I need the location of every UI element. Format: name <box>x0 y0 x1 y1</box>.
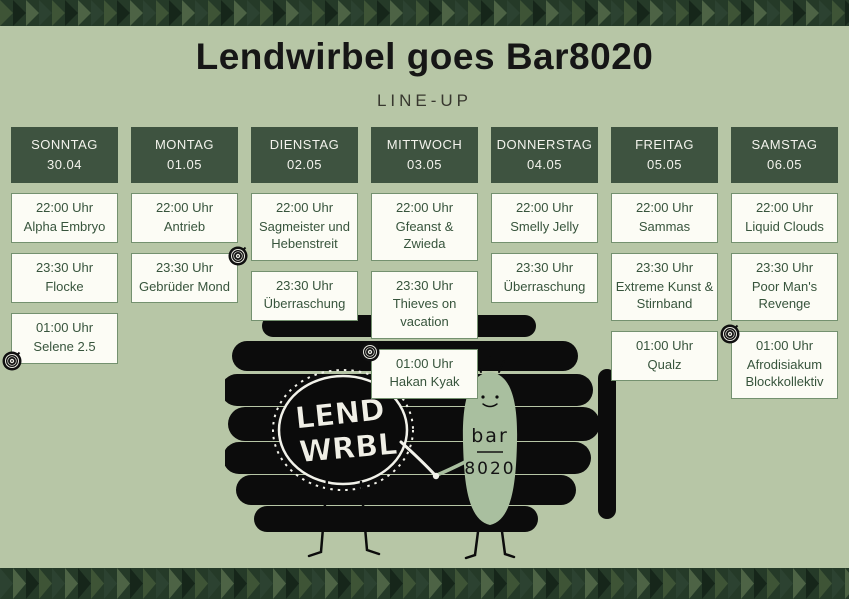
event-act: Thieves on vacation <box>392 296 457 330</box>
bar8020-text-line1: bar <box>471 425 509 447</box>
day-name: DIENSTAG <box>269 137 340 152</box>
event-card: 22:00 Uhr Liquid Clouds <box>731 193 838 244</box>
event-card: 23:30 Uhr Poor Man's Revenge <box>731 253 838 322</box>
vinyl-record-icon <box>227 245 249 267</box>
event-time: 01:00 Uhr <box>35 320 94 336</box>
decorative-border-bottom-pattern <box>0 568 849 599</box>
event-card: 22:00 Uhr Sagmeister und Hebenstreit <box>251 193 358 261</box>
event-card: 01:00 Uhr Afrodisiakum Blockkollektiv <box>720 324 838 399</box>
event-time: 23:30 Uhr <box>275 277 334 293</box>
day-header: MONTAG 01.05 <box>131 127 238 184</box>
day-column-samstag: SAMSTAG 06.05 22:00 Uhr Liquid Clouds 23… <box>720 127 838 399</box>
event-time: 23:30 Uhr <box>35 260 94 276</box>
event-time: 22:00 Uhr <box>35 200 94 216</box>
event-time: 22:00 Uhr <box>275 200 334 216</box>
day-header: DIENSTAG 02.05 <box>251 127 358 184</box>
event-act: Qualz <box>647 356 682 372</box>
holding-hands <box>432 472 440 480</box>
event-act: Poor Man's Revenge <box>751 278 818 312</box>
day-date: 04.05 <box>526 157 563 173</box>
event-act: Alpha Embryo <box>23 218 106 234</box>
event-card: 01:00 Uhr Hakan Kyak <box>360 342 478 399</box>
event-card: 23:30 Uhr Überraschung <box>491 253 598 304</box>
event-time: 22:00 Uhr <box>755 200 814 216</box>
event-time: 22:00 Uhr <box>635 200 694 216</box>
event-time: 23:30 Uhr <box>635 260 694 276</box>
event-act: Liquid Clouds <box>745 218 824 234</box>
day-header: FREITAG 05.05 <box>611 127 718 184</box>
vinyl-record-icon <box>719 323 741 345</box>
event-card: 23:30 Uhr Flocke <box>11 253 118 304</box>
event-card: 22:00 Uhr Sammas <box>611 193 718 244</box>
event-act: Smelly Jelly <box>510 218 579 234</box>
day-name: MITTWOCH <box>386 137 463 152</box>
day-column-mittwoch: MITTWOCH 03.05 22:00 Uhr Gfeanst & Zwied… <box>360 127 478 399</box>
vinyl-record-icon <box>359 341 381 363</box>
day-column-montag: MONTAG 01.05 22:00 Uhr Antrieb <box>131 127 248 399</box>
day-name: FREITAG <box>635 137 694 152</box>
event-act: Flocke <box>45 278 84 294</box>
event-card: 22:00 Uhr Smelly Jelly <box>491 193 598 244</box>
event-card: 23:30 Uhr Extreme Kunst & Stirnband <box>611 253 718 322</box>
event-card: 23:30 Uhr Gebrüder Mond <box>131 246 248 304</box>
event-time: 01:00 Uhr <box>755 338 814 354</box>
event-act: Gebrüder Mond <box>138 278 231 294</box>
day-header: DONNERSTAG 04.05 <box>491 127 598 184</box>
day-header: SAMSTAG 06.05 <box>731 127 838 184</box>
event-act: Überraschung <box>503 278 586 294</box>
day-date: 01.05 <box>166 157 203 173</box>
event-act: Sagmeister und Hebenstreit <box>258 218 351 252</box>
day-name: SONNTAG <box>31 137 98 152</box>
event-card: 23:30 Uhr Thieves on vacation <box>371 270 478 339</box>
event-act: Gfeanst & Zwieda <box>395 218 454 252</box>
event-card: 23:30 Uhr Überraschung <box>251 270 358 322</box>
day-column-sonntag: SONNTAG 30.04 22:00 Uhr Alpha Embryo 23:… <box>2 127 118 399</box>
event-act: Sammas <box>638 218 691 234</box>
event-act: Überraschung <box>263 296 346 312</box>
lineup-grid: SONNTAG 30.04 22:00 Uhr Alpha Embryo 23:… <box>0 127 849 399</box>
event-time: 01:00 Uhr <box>395 355 454 371</box>
day-date: 02.05 <box>286 157 323 173</box>
event-act: Hakan Kyak <box>389 374 460 390</box>
decorative-border-top-pattern <box>0 0 849 26</box>
poster-title: Lendwirbel goes Bar8020 <box>195 36 654 77</box>
event-time: 23:30 Uhr <box>515 260 574 276</box>
event-card: 01:00 Uhr Qualz <box>611 331 718 382</box>
day-date: 03.05 <box>406 157 443 173</box>
day-date: 30.04 <box>46 157 83 173</box>
event-card: 22:00 Uhr Gfeanst & Zwieda <box>371 193 478 261</box>
day-column-freitag: FREITAG 05.05 22:00 Uhr Sammas 23:30 Uhr… <box>611 127 718 399</box>
event-time: 01:00 Uhr <box>635 338 694 354</box>
day-column-donnerstag: DONNERSTAG 04.05 22:00 Uhr Smelly Jelly … <box>491 127 598 399</box>
event-time: 23:30 Uhr <box>155 260 214 276</box>
bar8020-text-line2: 8020 <box>464 459 515 479</box>
day-header: MITTWOCH 03.05 <box>371 127 478 184</box>
event-act: Selene 2.5 <box>33 339 96 355</box>
event-act: Extreme Kunst & Stirnband <box>615 278 714 312</box>
event-time: 23:30 Uhr <box>755 260 814 276</box>
lendwrbl-text-line2: WRBL <box>298 427 399 470</box>
day-name: MONTAG <box>154 137 215 152</box>
vinyl-record-icon <box>1 350 23 372</box>
day-column-dienstag: DIENSTAG 02.05 22:00 Uhr Sagmeister und … <box>251 127 358 399</box>
day-header: SONNTAG 30.04 <box>11 127 118 184</box>
day-date: 06.05 <box>766 157 803 173</box>
event-card: 01:00 Uhr Selene 2.5 <box>2 313 118 371</box>
day-date: 05.05 <box>646 157 683 173</box>
poster-subtitle: LINE-UP <box>376 91 473 110</box>
event-time: 22:00 Uhr <box>155 200 214 216</box>
event-time: 23:30 Uhr <box>395 277 454 293</box>
day-name: SAMSTAG <box>751 137 818 152</box>
event-time: 22:00 Uhr <box>395 200 454 216</box>
event-card: 22:00 Uhr Alpha Embryo <box>11 193 118 244</box>
event-time: 22:00 Uhr <box>515 200 574 216</box>
day-name: DONNERSTAG <box>496 137 593 152</box>
event-act: Antrieb <box>163 218 206 234</box>
event-card: 22:00 Uhr Antrieb <box>131 193 238 244</box>
event-act: Afrodisiakum Blockkollektiv <box>745 356 824 390</box>
